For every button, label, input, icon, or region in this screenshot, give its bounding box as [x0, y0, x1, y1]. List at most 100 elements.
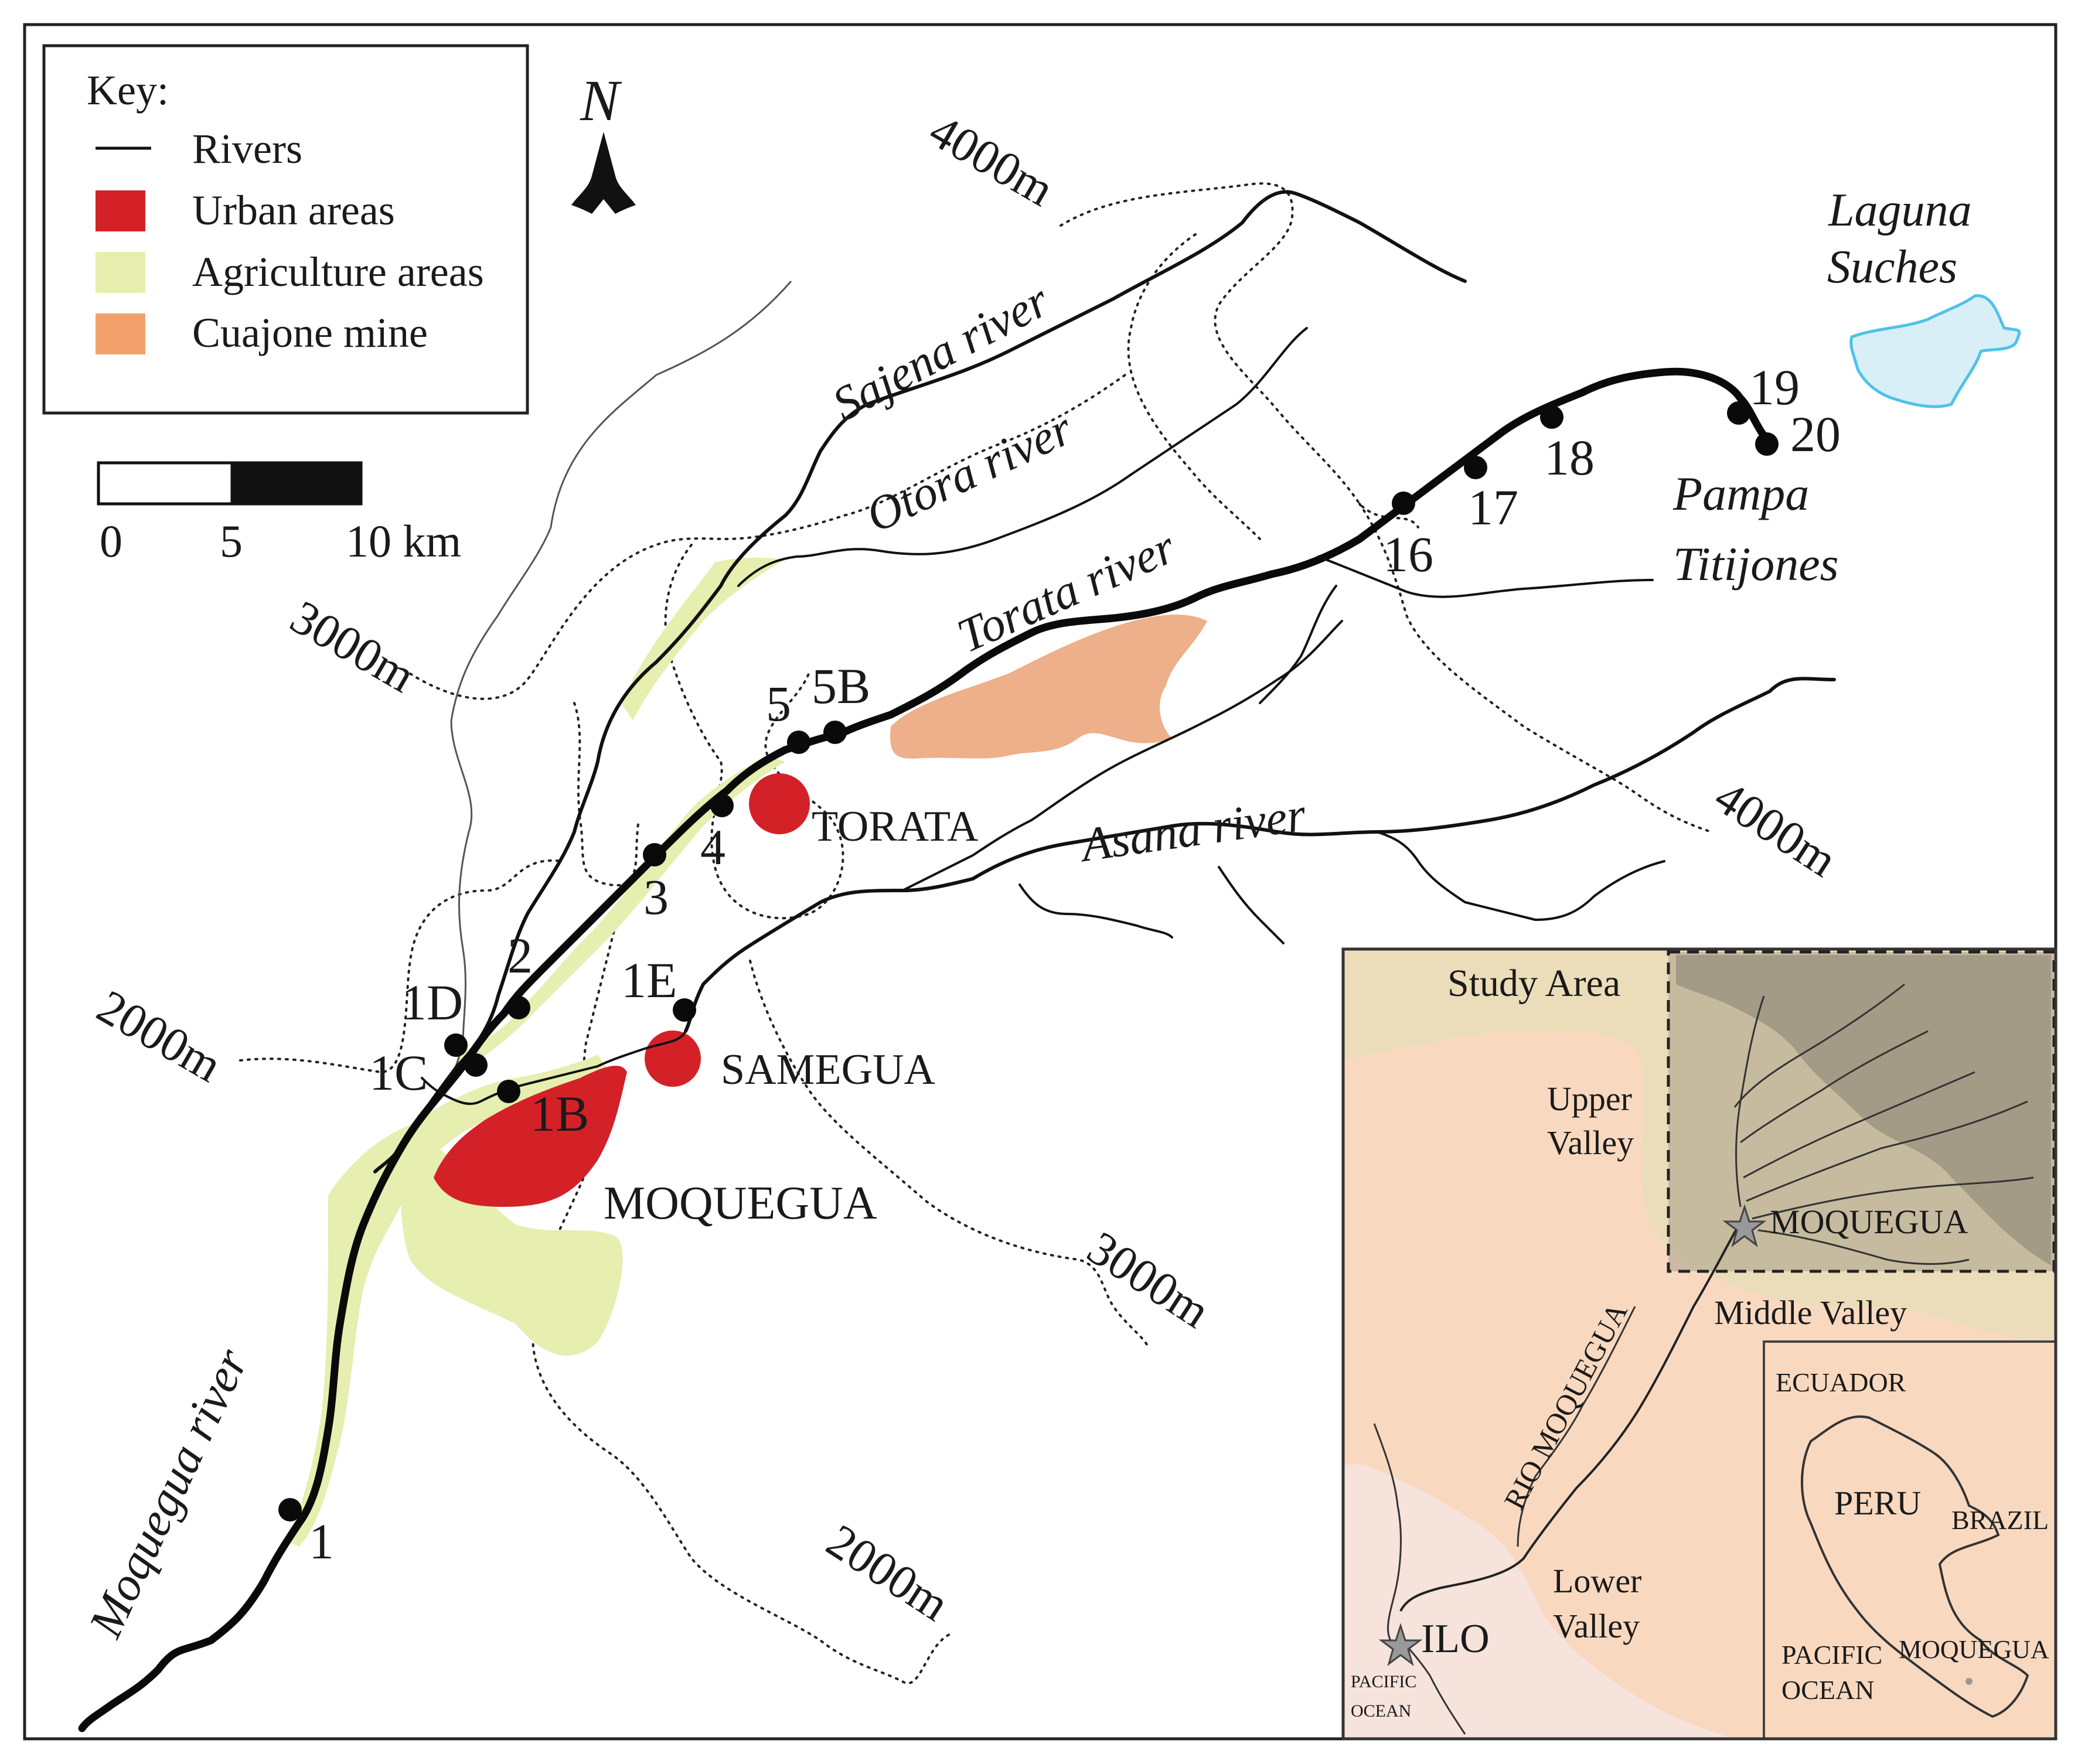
- inset-peru-box: [1763, 1340, 2057, 1740]
- contour-3000-south: [749, 960, 1150, 1349]
- river-otora: [737, 327, 1308, 587]
- site-3-dot: [643, 843, 666, 866]
- legend-mine-swatch: [96, 313, 145, 354]
- inset-moquegua-star-icon: [1722, 1204, 1767, 1247]
- contour-4000-east: [1358, 503, 1712, 833]
- scale-bar-black-segment: [230, 461, 363, 506]
- inset-trib-7: [1757, 1229, 1970, 1265]
- site-1c-dot: [464, 1053, 488, 1077]
- site-label: 16: [1383, 526, 1433, 582]
- inset-trib-6: [1735, 995, 1765, 1207]
- cuajone-mine-area: [890, 615, 1207, 759]
- label-pampa: Pampa: [1672, 467, 1809, 520]
- scale-bar-white-segment: [97, 461, 234, 506]
- legend-label-agriculture: Agriculture areas: [192, 248, 484, 295]
- agriculture-area-upstream: [457, 756, 785, 1072]
- north-arrow-icon: [571, 132, 636, 214]
- inset-trib-5: [1752, 1176, 2034, 1220]
- legend-label-rivers: Rivers: [192, 125, 302, 172]
- site-label: 1B: [530, 1086, 589, 1142]
- site-label: 20: [1790, 406, 1841, 462]
- label-torata-town: TORATA: [812, 803, 979, 851]
- agriculture-area-valley: [287, 1055, 609, 1547]
- inset-study-area-box: [1667, 950, 2056, 1273]
- inset-label-ilo: ILO: [1421, 1616, 1490, 1661]
- inset-label-ocean: OCEAN: [1351, 1701, 1411, 1721]
- site-18-dot: [1540, 405, 1563, 429]
- inset-trib-4: [1746, 1100, 2028, 1202]
- inset-label-upper-valley: Valley: [1547, 1124, 1634, 1162]
- site-19-dot: [1727, 401, 1750, 425]
- inset-label-upper: Upper: [1547, 1080, 1632, 1118]
- site-1d-dot: [444, 1033, 468, 1057]
- agriculture-area-fork: [621, 557, 785, 721]
- site-2-dot: [507, 996, 530, 1019]
- site-5-dot: [787, 731, 810, 754]
- site-16-dot: [1392, 492, 1415, 515]
- peru-label-ecuador: ECUADOR: [1776, 1367, 1906, 1397]
- north-arrow: N: [571, 68, 636, 214]
- inset-map: Study Area Upper Valley MOQUEGUA Middle …: [1341, 947, 2057, 1741]
- site-1e-dot: [673, 998, 696, 1022]
- urban-area-torata: [749, 773, 810, 834]
- inset-study-area-highlands: [1676, 955, 2051, 1265]
- site-label: 1D: [401, 974, 463, 1031]
- rivers: [78, 190, 1836, 1732]
- scale-tick-5: 5: [220, 516, 243, 567]
- site-1b-dot: [497, 1080, 520, 1103]
- river-asana-north-trib: [901, 620, 1343, 892]
- contour-3000-inner: [664, 544, 844, 920]
- inset-label-lower: Lower: [1553, 1562, 1641, 1600]
- site-label: 5B: [812, 658, 870, 714]
- site-label: 1C: [369, 1045, 428, 1101]
- label-moquegua-city: MOQUEGUA: [604, 1178, 877, 1229]
- site-label: 18: [1544, 429, 1595, 486]
- legend: Key: Rivers Urban areas Agriculture area…: [42, 44, 529, 415]
- label-samegua-town: SAMEGUA: [721, 1046, 935, 1094]
- inset-lower-valley-zone: [1343, 1465, 1735, 1739]
- laguna-suches-lake: [1849, 294, 2021, 408]
- scale-tick-0: 0: [100, 516, 122, 567]
- site-17-dot: [1464, 456, 1487, 479]
- peru-label-moquegua: MOQUEGUA: [1899, 1635, 2049, 1664]
- inset-label-lower-valley: Valley: [1553, 1607, 1640, 1645]
- site-4-dot: [710, 794, 734, 817]
- site-label: 5: [766, 675, 791, 732]
- peru-label-peru: PERU: [1834, 1484, 1921, 1522]
- legend-agriculture-swatch: [96, 252, 145, 293]
- inset-label-middle-valley: Middle Valley: [1714, 1294, 1907, 1332]
- site-5b-dot: [823, 721, 847, 744]
- site-label: 1: [309, 1513, 334, 1569]
- peru-label-ocean: OCEAN: [1781, 1675, 1874, 1705]
- scale-bar: 0 5 10 km: [97, 461, 461, 567]
- sample-sites: [278, 401, 1779, 1521]
- peru-label-pacific: PACIFIC: [1781, 1640, 1882, 1670]
- river-torata-trib-2: [1259, 585, 1337, 704]
- legend-title: Key:: [87, 67, 169, 114]
- place-labels: Laguna Suches Pampa Titijones TORATA SAM…: [604, 185, 1972, 1229]
- label-suches: Suches: [1827, 241, 1957, 293]
- contour-2000-link: [582, 901, 622, 1173]
- urban-area-samegua: [645, 1031, 701, 1087]
- site-label: 17: [1468, 479, 1518, 535]
- river-asana: [684, 677, 1836, 1033]
- inset-river-west: [1517, 1306, 1636, 1547]
- legend-urban-swatch: [96, 190, 145, 231]
- site-1-dot: [278, 1498, 302, 1521]
- river-west-tributary: [444, 281, 792, 1090]
- inset-label-moquegua: MOQUEGUA: [1770, 1203, 1968, 1241]
- river-torata: [78, 367, 1777, 1732]
- contour-4000-north: [1060, 182, 1419, 528]
- river-asana-south-trib: [1018, 883, 1173, 939]
- inset-label-pacific: PACIFIC: [1351, 1672, 1416, 1691]
- north-label: N: [580, 68, 622, 133]
- inset-peru-moquegua-dot: [1965, 1678, 1973, 1685]
- inset-trib-2: [1740, 1030, 1929, 1144]
- inset-label-study-area: Study Area: [1447, 962, 1620, 1005]
- site-20-dot: [1755, 432, 1779, 456]
- inset-ilo-star-icon: [1378, 1623, 1423, 1666]
- inset-rio-moquegua: [1399, 1227, 1739, 1612]
- river-sajena: [373, 190, 1467, 1173]
- river-asana-south-trib-2: [1218, 866, 1285, 944]
